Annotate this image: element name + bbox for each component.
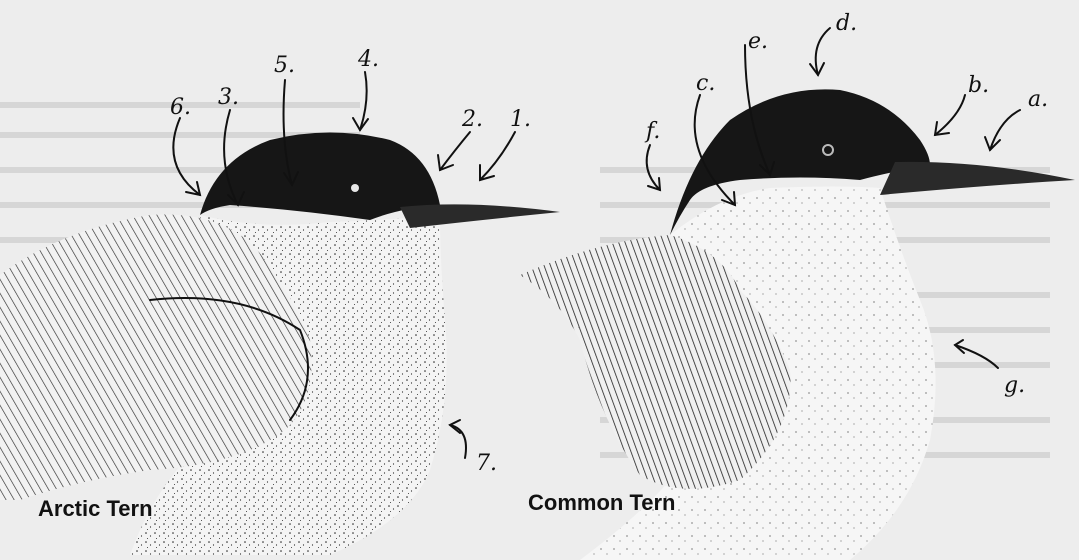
arctic-tern-caption: Arctic Tern	[38, 496, 153, 522]
arrow-a	[990, 110, 1020, 150]
label-f: f.	[644, 119, 660, 144]
label-g: g.	[1004, 373, 1025, 398]
arrow-d	[816, 28, 830, 75]
common-tern-bill	[880, 162, 1075, 195]
label-c: c.	[696, 71, 715, 96]
label-6: 6.	[170, 95, 191, 120]
label-d: d.	[836, 11, 857, 36]
arrow-4-head	[353, 118, 368, 130]
arctic-tern-bill	[400, 204, 560, 228]
label-7: 7.	[476, 451, 497, 476]
label-a: a.	[1028, 87, 1048, 112]
arrow-b	[935, 95, 965, 135]
arctic-tern-eye	[351, 184, 359, 192]
label-b: b.	[968, 73, 989, 98]
common-tern-caption: Common Tern	[528, 490, 675, 516]
label-1: 1.	[510, 107, 531, 132]
arrow-1	[480, 132, 515, 180]
label-5: 5.	[274, 53, 295, 78]
arrow-7	[450, 425, 466, 458]
label-4: 4.	[357, 47, 379, 72]
arrow-6	[173, 118, 200, 195]
arrow-2	[440, 132, 470, 170]
label-2: 2.	[461, 107, 483, 132]
arctic-tern-figure	[0, 133, 560, 556]
label-e: e.	[748, 29, 768, 54]
label-3: 3.	[218, 85, 239, 110]
